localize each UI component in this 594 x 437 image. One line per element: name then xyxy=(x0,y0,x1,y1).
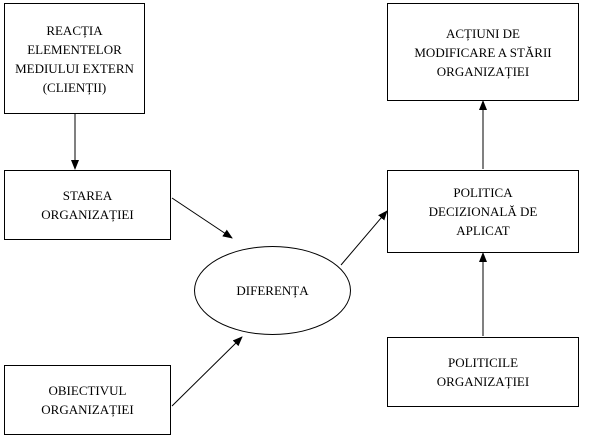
node-starea-label: STAREA ORGANIZAȚIEI xyxy=(41,186,133,224)
node-reactia: REACȚIA ELEMENTELOR MEDIULUI EXTERN (CLI… xyxy=(4,3,145,114)
node-obiectivul-label: OBIECTIVUL ORGANIZAȚIEI xyxy=(41,381,133,419)
label-line: ORGANIZAȚIEI xyxy=(41,402,134,417)
node-diferenta: DIFERENȚA xyxy=(194,246,351,335)
label-line: MODIFICARE A STĂRII xyxy=(414,44,552,60)
label-line: ELEMENTELOR xyxy=(27,41,122,57)
arrow-starea-to-diferenta xyxy=(171,197,233,239)
arrow-diferenta-to-politica xyxy=(340,210,388,266)
node-politica-label: POLITICA DECIZIONALĂ DE APLICAT xyxy=(429,183,538,240)
label-line: ORGANIZAȚIEI xyxy=(436,374,530,389)
label-line: APLICAT xyxy=(456,223,510,238)
label-line: OBIECTIVUL xyxy=(48,383,127,398)
label-line: POLITICILE xyxy=(447,355,519,370)
node-politicile-label: POLITICILE ORGANIZAȚIEI xyxy=(437,353,529,391)
node-actiuni: ACȚIUNI DE MODIFICARE A STĂRII ORGANIZAȚ… xyxy=(387,3,579,101)
label-line: DECIZIONALĂ DE xyxy=(428,204,538,219)
label-line: REACȚIA xyxy=(46,22,103,38)
label-line: DIFERENȚA xyxy=(236,283,309,298)
node-starea: STAREA ORGANIZAȚIEI xyxy=(4,170,171,240)
label-line: ORGANIZAȚIEI xyxy=(41,207,134,222)
label-line: POLITICA xyxy=(453,185,513,200)
label-line: MEDIULUI EXTERN xyxy=(15,60,134,76)
node-politicile: POLITICILE ORGANIZAȚIEI xyxy=(387,337,579,407)
label-line: ACȚIUNI DE xyxy=(445,25,520,41)
node-actiuni-label: ACȚIUNI DE MODIFICARE A STĂRII ORGANIZAȚ… xyxy=(414,24,551,81)
arrow-obiectivul-to-diferenta xyxy=(171,336,243,407)
node-diferenta-label: DIFERENȚA xyxy=(236,281,308,300)
label-line: (CLIENȚII) xyxy=(42,79,107,95)
node-politica: POLITICA DECIZIONALĂ DE APLICAT xyxy=(387,170,579,253)
node-reactia-label: REACȚIA ELEMENTELOR MEDIULUI EXTERN (CLI… xyxy=(15,21,134,97)
label-line: STAREA xyxy=(62,188,113,203)
node-obiectivul: OBIECTIVUL ORGANIZAȚIEI xyxy=(4,365,171,435)
label-line: ORGANIZAȚIEI xyxy=(436,63,530,79)
